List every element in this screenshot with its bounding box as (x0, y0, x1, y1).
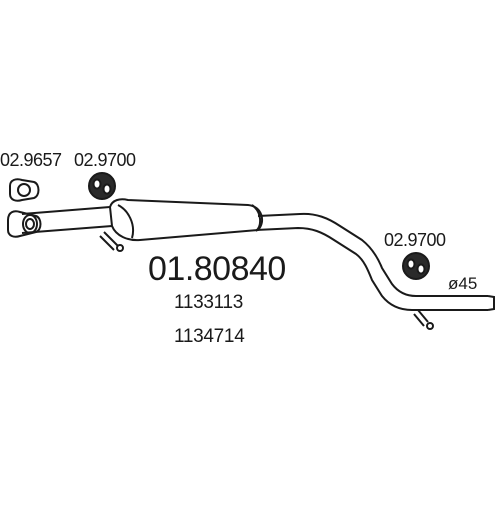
muffler (108, 198, 264, 242)
oe-number-2: 1134714 (174, 326, 245, 347)
diameter-label: ø45 (448, 274, 478, 293)
part-number: 01.80840 (148, 250, 286, 288)
tailpipe-hanger (413, 309, 434, 330)
rubber-mount-lower (402, 252, 430, 280)
muffler-hanger (99, 231, 124, 252)
accessory-code-3: 02.9700 (384, 230, 446, 250)
rubber-mount-upper (88, 172, 116, 200)
accessory-code-2: 02.9700 (74, 150, 136, 170)
accessory-code-1: 02.9657 (0, 150, 62, 170)
tail-pipe (255, 212, 495, 311)
gasket-02-9657 (9, 178, 40, 202)
oe-number-1: 1133113 (174, 292, 244, 313)
inlet-pipe (7, 206, 113, 238)
